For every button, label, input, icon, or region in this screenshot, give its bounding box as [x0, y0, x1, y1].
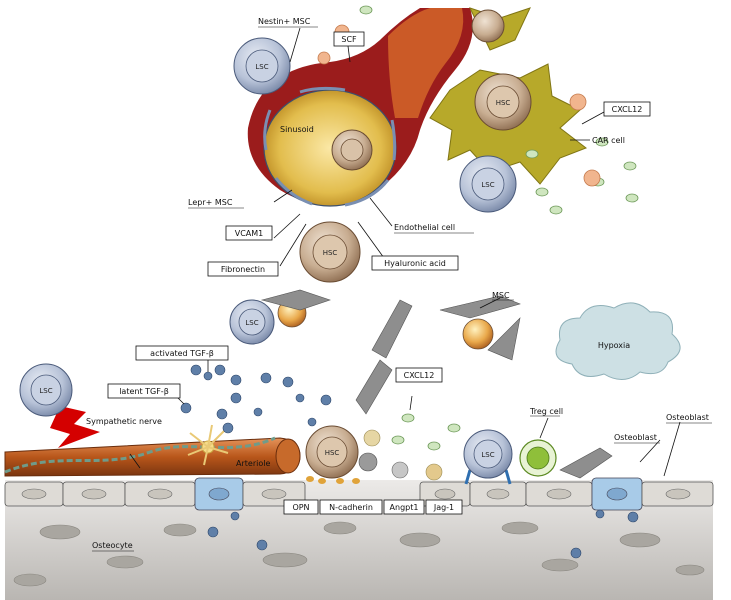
msc-label: MSC — [492, 291, 510, 300]
niche-factor-dots — [306, 429, 443, 484]
scf-label: SCF — [341, 35, 357, 44]
lsc-cell: LSC — [233, 37, 291, 95]
bone-layer — [4, 477, 714, 600]
lsc-cell: LSC — [19, 363, 73, 417]
hypoxia-cloud: Hypoxia — [555, 302, 681, 380]
msc-cells — [260, 289, 613, 479]
hsc-cell: HSC — [299, 221, 361, 283]
svg-text:HSC: HSC — [323, 249, 338, 257]
svg-text:LSC: LSC — [255, 63, 268, 71]
endothelial-cell-label: Endothelial cell — [394, 223, 455, 232]
hsc-cell: HSC — [474, 73, 532, 131]
neuron-icon — [187, 424, 229, 466]
hsc-cell: HSC — [305, 425, 359, 479]
svg-text:HSC: HSC — [325, 449, 340, 457]
lsc-cell: LSC — [463, 429, 513, 485]
svg-text:LSC: LSC — [245, 319, 258, 327]
label-leaders — [129, 27, 681, 477]
osteoblast-label-b: Osteoblast — [614, 433, 657, 442]
arteriole-label: Arteriole — [236, 459, 270, 468]
scf-dots — [317, 24, 601, 187]
svg-text:LSC: LSC — [481, 181, 494, 189]
svg-text:HSC: HSC — [496, 99, 511, 107]
osteoblast-label-a: Osteoblast — [666, 413, 709, 422]
angpt1-label: Angpt1 — [390, 503, 419, 512]
latent-tgfb-label: latent TGF-β — [119, 387, 169, 396]
lining-cells — [4, 477, 714, 511]
cxcl12-top-label: CXCL12 — [612, 105, 643, 114]
sinusoid-vessel: Sinusoid — [247, 8, 473, 207]
svg-text:LSC: LSC — [481, 451, 494, 459]
car-cell-label: CAR cell — [592, 136, 625, 145]
hsc-cell — [331, 129, 373, 171]
bone-tgf-particles — [207, 509, 639, 559]
label-boxes: Nestin+ MSC SCF Lepr+ MSC VCAM1 Fibronec… — [86, 17, 712, 552]
sinusoid-label: Sinusoid — [280, 125, 314, 134]
tgf-particles — [180, 364, 332, 434]
nestin-msc-label: Nestin+ MSC — [258, 17, 311, 26]
treg-cell-label: Treg cell — [529, 407, 563, 416]
hsc-cell — [471, 9, 505, 43]
treg-cell — [519, 439, 557, 477]
osteocytes — [13, 521, 705, 587]
sympathetic-nerve-label: Sympathetic nerve — [86, 417, 162, 426]
lsc-cell: LSC — [229, 299, 275, 345]
hypoxia-label: Hypoxia — [598, 341, 630, 350]
n-cadherin-label: N-cadherin — [329, 503, 373, 512]
osteocyte-label: Osteocyte — [92, 541, 133, 550]
cxcl12-mid-label: CXCL12 — [404, 371, 435, 380]
arteriole — [4, 436, 301, 477]
hyaluronic-acid-label: Hyaluronic acid — [384, 259, 446, 268]
lsc-cell: LSC — [459, 155, 517, 213]
svg-text:LSC: LSC — [39, 387, 52, 395]
jag1-label: Jag-1 — [433, 503, 454, 512]
vcam1-label: VCAM1 — [235, 229, 264, 238]
lepr-msc-label: Lepr+ MSC — [188, 198, 233, 207]
lightning-bolt-icon — [50, 406, 100, 448]
opn-label: OPN — [292, 503, 309, 512]
fibronectin-label: Fibronectin — [221, 265, 265, 274]
activated-tgfb-label: activated TGF-β — [150, 349, 214, 358]
